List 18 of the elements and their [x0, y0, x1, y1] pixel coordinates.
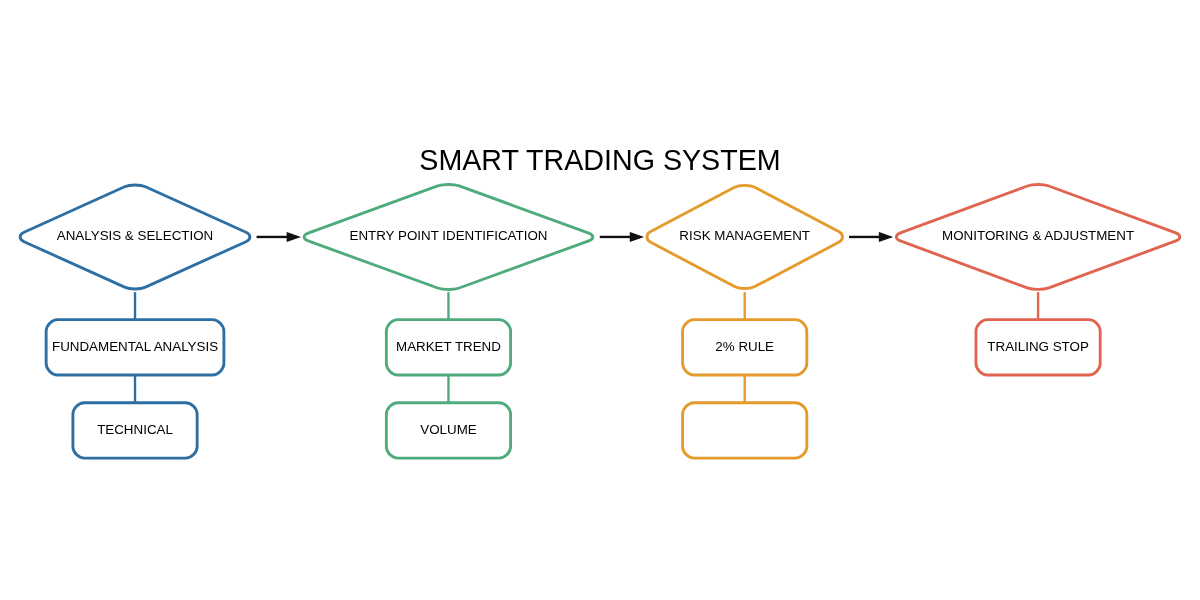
connector: [133, 374, 137, 403]
node-box: TECHNICAL: [71, 400, 199, 460]
node-box: TRAILING STOP: [974, 317, 1102, 376]
arrow: [849, 231, 894, 242]
arrow: [256, 231, 301, 242]
connector: [743, 374, 746, 403]
connector: [743, 291, 746, 320]
connector: [447, 291, 450, 320]
diagram-title: SMART TRADING SYSTEM: [419, 143, 781, 176]
node-box: [681, 400, 809, 460]
arrow: [599, 231, 645, 242]
connector: [447, 374, 450, 403]
connector: [133, 291, 137, 320]
node-box: VOLUME: [384, 400, 512, 460]
node-box: MARKET TREND: [384, 317, 512, 376]
node-box: 2% RULE: [681, 317, 809, 376]
node-box: FUNDAMENTAL ANALYSIS: [44, 317, 226, 376]
connector: [1036, 291, 1040, 320]
